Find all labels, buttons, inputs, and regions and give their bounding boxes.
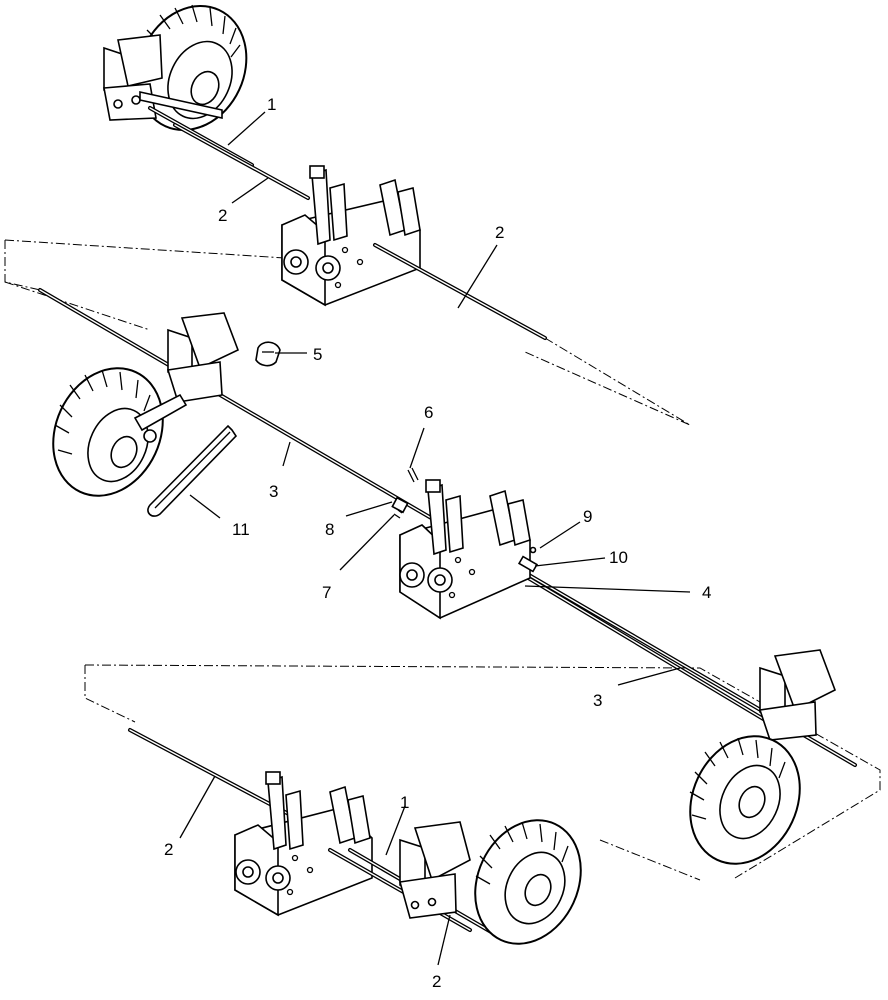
middle-shaft-4 <box>483 550 792 737</box>
callout-1-top: 1 <box>267 95 276 114</box>
part-10-sleeve <box>517 555 539 573</box>
part-6-pin <box>407 467 419 483</box>
callout-3-lower: 3 <box>593 691 602 710</box>
callout-7: 7 <box>322 583 331 602</box>
callout-1-bottom: 1 <box>400 793 409 812</box>
bottom-drive-box <box>234 771 373 917</box>
callout-2-top-left: 2 <box>218 206 227 225</box>
top-shaft-1 <box>148 106 254 167</box>
bottom-right-bracket <box>398 821 471 919</box>
callout-4: 4 <box>702 583 711 602</box>
top-left-bracket <box>103 34 223 121</box>
middle-drive-box <box>399 479 531 620</box>
callout-2-top-right: 2 <box>495 223 504 242</box>
phantom-outline-lower <box>84 664 881 881</box>
callout-2-bottom-right: 2 <box>432 972 441 991</box>
callout-3-middle: 3 <box>269 482 278 501</box>
callout-9: 9 <box>583 507 592 526</box>
callout-6: 6 <box>424 403 433 422</box>
callout-11: 11 <box>232 520 250 539</box>
bottom-right-wheel <box>474 819 582 945</box>
part-8-collar <box>391 496 409 514</box>
middle-left-wheel <box>52 367 164 497</box>
callout-10: 10 <box>609 548 628 567</box>
callout-5: 5 <box>313 345 322 364</box>
part-11-chain <box>147 424 238 517</box>
middle-right-wheel <box>689 735 801 865</box>
callout-labels: 1 2 2 5 6 3 11 8 9 10 7 4 3 1 2 2 <box>164 95 711 991</box>
middle-right-bracket <box>758 649 837 741</box>
bottom-shaft-1 <box>328 848 472 932</box>
part-5-clip <box>255 341 281 367</box>
phantom-outline-upper <box>4 239 691 426</box>
top-shaft-2-right <box>373 243 547 340</box>
leader-lines <box>179 111 691 966</box>
middle-left-bracket <box>133 312 240 443</box>
top-drive-box <box>281 165 421 307</box>
part-9-key <box>529 546 537 554</box>
top-shaft-2-left <box>173 123 310 200</box>
callout-8: 8 <box>325 520 334 539</box>
part-7-screw <box>393 509 403 519</box>
callout-2-bottom-left: 2 <box>164 840 173 859</box>
